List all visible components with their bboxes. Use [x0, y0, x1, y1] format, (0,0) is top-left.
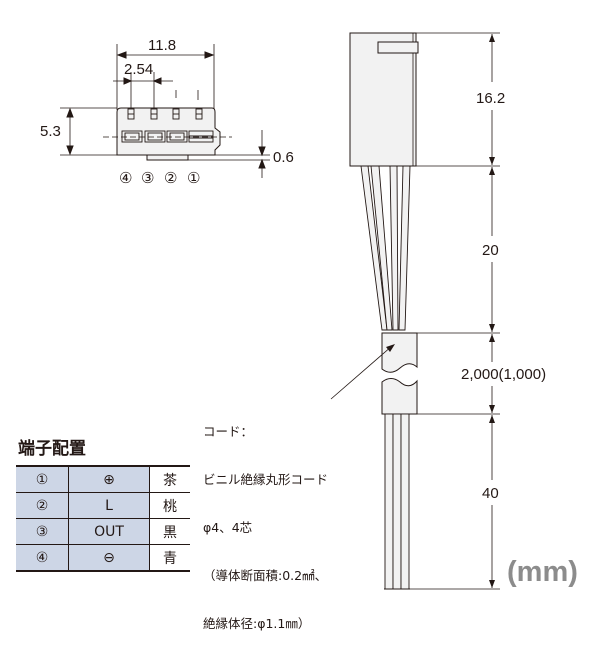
- dim-wires-label: 20: [482, 242, 499, 259]
- dim-pitch-label: 2.54: [124, 61, 153, 78]
- pin-label-2: ②: [164, 169, 177, 187]
- table-row: ② L 桃: [16, 492, 190, 519]
- pin-label-1: ①: [187, 169, 200, 187]
- pin-number: ②: [16, 492, 69, 519]
- cord-note-line: ビニル絶縁丸形コード: [203, 472, 329, 487]
- dim-tail-label: 40: [482, 485, 499, 502]
- wire-color: 青: [149, 544, 190, 572]
- pin-signal: OUT: [68, 518, 150, 545]
- wire-color: 黒: [149, 518, 190, 545]
- dim-cable-label: 2,000(1,000): [461, 366, 546, 383]
- wire-color: 桃: [149, 492, 190, 519]
- table-row: ① ⊕ 茶: [16, 465, 190, 493]
- pin-number: ③: [16, 518, 69, 545]
- cord-leader-arrow: [330, 344, 395, 400]
- pin-number: ①: [16, 465, 69, 493]
- cord-note-line: 絶縁体径:φ1.1㎜）: [203, 616, 311, 631]
- pin-signal: ⊕: [68, 465, 150, 493]
- side-dimensions: [410, 32, 500, 590]
- cord-note-line: φ4、4芯: [203, 520, 253, 535]
- table-row: ④ ⊖ 青: [16, 544, 190, 572]
- dim-housing-label: 16.2: [476, 90, 505, 107]
- dimension-drawing: 11.8 2.54 5.3 0.6 ④ ③ ② ①: [40, 32, 546, 590]
- connector-front-view: [60, 44, 270, 178]
- dim-width-label: 11.8: [148, 37, 176, 54]
- cord-note-line: コード：: [203, 424, 254, 439]
- pin-table-title: 端子配置: [18, 439, 86, 459]
- pin-label-3: ③: [141, 169, 154, 187]
- pin-signal: ⊖: [68, 544, 150, 572]
- pin-label-4: ④: [119, 169, 132, 187]
- pin-signal: L: [68, 492, 150, 519]
- pin-assignment-table: ① ⊕ 茶 ② L 桃 ③ OUT 黒 ④ ⊖ 青: [16, 465, 190, 572]
- pin-number: ④: [16, 544, 69, 572]
- cord-note-line: （導体断面積:0.2㎟、: [203, 568, 328, 583]
- table-row: ③ OUT 黒: [16, 518, 190, 545]
- unit-label: (mm): [507, 556, 578, 588]
- connector-side-view: [349, 32, 419, 590]
- dim-height-label: 5.3: [40, 123, 61, 140]
- pin-number-labels: ④ ③ ② ①: [119, 169, 200, 187]
- dim-offset-label: 0.6: [273, 149, 294, 166]
- wire-color: 茶: [149, 465, 190, 493]
- cord-note: コード： ビニル絶縁丸形コード φ4、4芯 （導体断面積:0.2㎟、 絶縁体径:…: [203, 392, 328, 648]
